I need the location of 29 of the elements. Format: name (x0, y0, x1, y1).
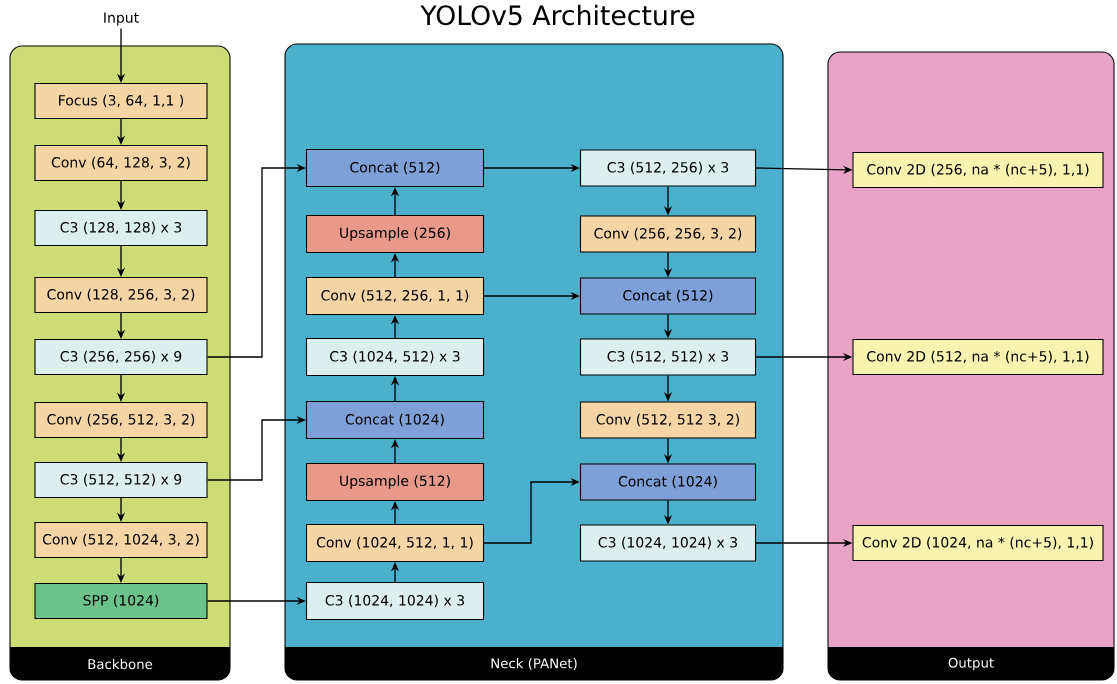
layer-box: C3 (1024, 512) x 3 (305, 337, 485, 377)
layer-box: Concat (1024) (305, 400, 485, 440)
layer-box: Conv (512, 256, 1, 1) (305, 276, 485, 316)
layer-box: C3 (128, 128) x 3 (34, 209, 208, 247)
layer-box: Conv (256, 256, 3, 2) (579, 215, 757, 253)
layer-box: C3 (1024, 1024) x 3 (579, 524, 757, 562)
layer-box: SPP (1024) (34, 582, 208, 620)
layer-box: Upsample (512) (305, 462, 485, 502)
layer-box: Conv (128, 256, 3, 2) (34, 276, 208, 314)
diagram-title: YOLOv5 Architecture (420, 4, 695, 26)
layer-box: C3 (512, 512) x 9 (34, 461, 208, 499)
layer-box: Conv 2D (512, na * (nc+5), 1,1) (852, 338, 1104, 376)
layer-box: C3 (512, 512) x 3 (579, 338, 757, 376)
layer-box: Conv (512, 1024, 3, 2) (34, 521, 208, 559)
layer-box: Concat (1024) (579, 463, 757, 501)
layer-box: Conv (512, 512 3, 2) (579, 401, 757, 439)
layer-box: C3 (512, 256) x 3 (579, 149, 757, 187)
layer-box: Concat (512) (579, 277, 757, 315)
layer-box: Conv (256, 512, 3, 2) (34, 401, 208, 439)
layer-box: Upsample (256) (305, 214, 485, 254)
layer-box: Conv (64, 128, 3, 2) (34, 144, 208, 182)
layer-box: Conv 2D (1024, na * (nc+5), 1,1) (852, 524, 1104, 562)
layer-box: Conv (1024, 512, 1, 1) (305, 523, 485, 563)
layer-box: C3 (256, 256) x 9 (34, 338, 208, 376)
layer-box: Focus (3, 64, 1,1 ) (34, 82, 208, 120)
layer-box: Concat (512) (305, 148, 485, 188)
input-label: Input (104, 12, 139, 26)
layer-box: C3 (1024, 1024) x 3 (305, 581, 485, 621)
layer-box: Conv 2D (256, na * (nc+5), 1,1) (852, 151, 1104, 189)
